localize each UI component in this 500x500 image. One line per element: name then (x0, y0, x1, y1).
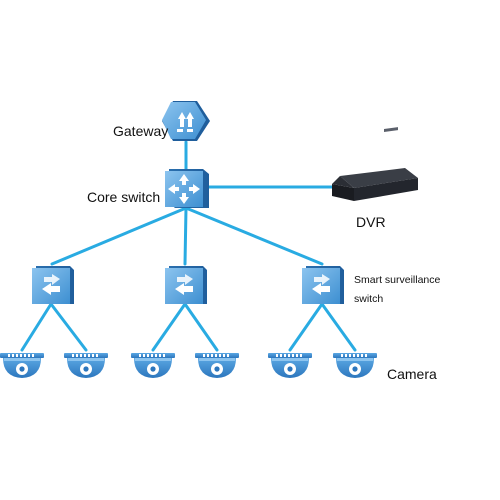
dome-camera-icon (131, 353, 175, 378)
smart-switch-icon (32, 266, 74, 304)
core-switch-icon (165, 169, 209, 208)
link-core-switch-right (184, 206, 324, 266)
gateway-label: Gateway (113, 123, 169, 139)
link-core-switch-middle (183, 206, 188, 266)
smart-switch-icon (302, 266, 344, 304)
dome-camera-icon (64, 353, 108, 378)
core-switch-label: Core switch (87, 189, 161, 205)
link-switch-middle-cam4 (183, 302, 219, 352)
dome-camera-icon (333, 353, 377, 378)
smart-switch-icon (165, 266, 207, 304)
connection-links (20, 140, 357, 352)
dome-camera-icon (268, 353, 312, 378)
camera-label: Camera (387, 366, 437, 382)
dvr-label: DVR (356, 214, 386, 230)
gateway-icon (162, 101, 210, 141)
link-switch-left-cam2 (49, 302, 88, 352)
dvr-icon (332, 127, 418, 201)
dome-camera-icon (195, 353, 239, 378)
smart-switch-label-line1: Smart surveillance (354, 274, 441, 286)
link-switch-right-cam6 (320, 302, 357, 352)
link-core-switch-left (50, 206, 188, 266)
dome-camera-icon (0, 353, 44, 378)
link-switch-right-cam5 (288, 302, 324, 352)
link-switch-left-cam1 (20, 302, 53, 352)
link-switch-middle-cam3 (151, 302, 187, 352)
smart-switch-label-line2: switch (354, 293, 384, 305)
